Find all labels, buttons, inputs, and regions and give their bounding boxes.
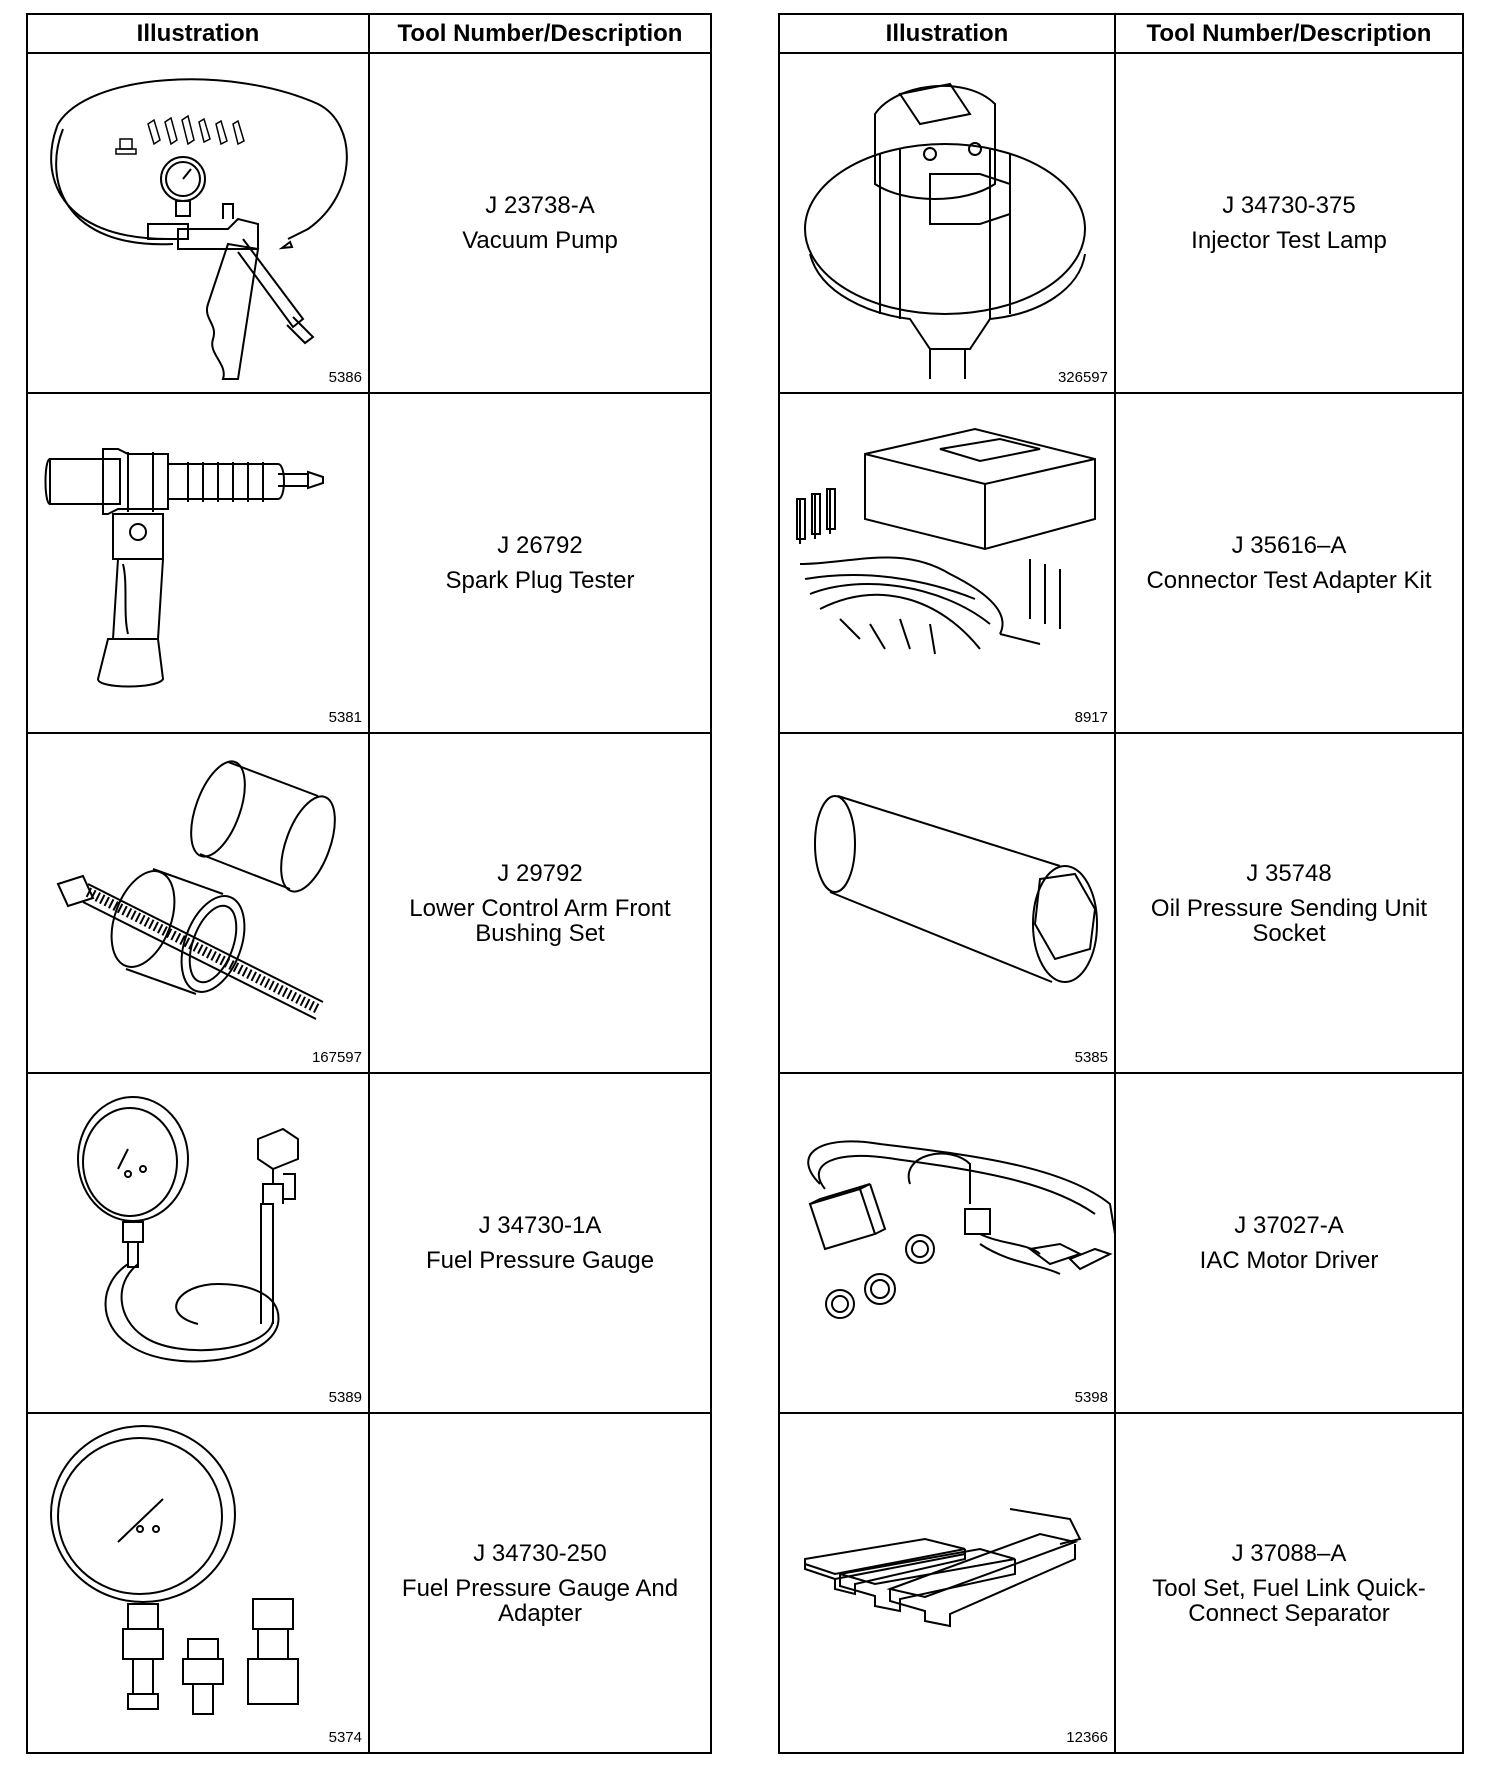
illustration-cell: 167597	[26, 732, 370, 1074]
illustration-cell: 326597	[778, 52, 1116, 394]
illustration-cell: 8917	[778, 392, 1116, 734]
header-row: Illustration Tool Number/Description	[778, 13, 1464, 54]
quick-connect-separator-illustration	[804, 1508, 1082, 1628]
illustration-cell: 5385	[778, 732, 1116, 1074]
tools-table-right: Illustration Tool Number/Description 326…	[778, 13, 1464, 1754]
tool-number: J 37027-A	[1234, 1212, 1344, 1239]
tool-description-cell: J 35616–A Connector Test Adapter Kit	[1114, 392, 1464, 734]
bushing-set-illustration	[56, 760, 336, 1020]
table-row: 326597 J 34730-375 Injector Test Lamp	[778, 52, 1464, 394]
table-row: 5381 J 26792 Spark Plug Tester	[26, 392, 712, 734]
tool-number: J 35748	[1246, 859, 1332, 887]
iac-motor-driver-illustration	[807, 1140, 1114, 1319]
tool-name: IAC Motor Driver	[1199, 1247, 1379, 1274]
illustration-cell: 5381	[26, 392, 370, 734]
tool-number: J 34730-250	[473, 1539, 607, 1567]
tool-description-cell: J 35748 Oil Pressure Sending Unit Socket	[1114, 732, 1464, 1074]
tool-number: J 37088–A	[1231, 1539, 1347, 1567]
figure-number: 5385	[1074, 1049, 1108, 1066]
table-row: 5385 J 35748 Oil Pressure Sending Unit S…	[778, 732, 1464, 1074]
header-row: Illustration Tool Number/Description	[26, 13, 712, 54]
tool-description-cell: J 34730-375 Injector Test Lamp	[1114, 52, 1464, 394]
illustration-header: Illustration	[778, 13, 1116, 54]
tool-name: Fuel Pressure Gauge	[425, 1247, 655, 1274]
tool-header: Tool Number/Description	[368, 13, 712, 54]
fuel-pressure-gauge-illustration	[77, 1096, 299, 1363]
tools-table-left: Illustration Tool Number/Description	[26, 13, 712, 1754]
tool-name: Vacuum Pump	[462, 227, 618, 254]
table-row: 5398 J 37027-A IAC Motor Driver	[778, 1072, 1464, 1414]
tool-name: Lower Control Arm Front Bushing Set	[409, 894, 671, 947]
tool-number: J 35616–A	[1231, 532, 1347, 559]
tool-description-cell: J 29792 Lower Control Arm Front Bushing …	[368, 732, 712, 1074]
tool-name: Tool Set, Fuel Link Quick-Connect Separa…	[1152, 1574, 1426, 1627]
tool-description-cell: J 34730-1A Fuel Pressure Gauge	[368, 1072, 712, 1414]
illustration-cell: 5398	[778, 1072, 1116, 1414]
figure-number: 167597	[311, 1049, 362, 1066]
tool-header: Tool Number/Description	[1114, 13, 1464, 54]
tool-name: Injector Test Lamp	[1191, 227, 1387, 254]
oil-pressure-socket-illustration	[814, 795, 1098, 983]
figure-number: 5381	[328, 709, 362, 726]
figure-number: 5398	[1074, 1389, 1108, 1406]
tool-number: J 34730-1A	[478, 1212, 602, 1239]
table-row: 5389 J 34730-1A Fuel Pressure Gauge	[26, 1072, 712, 1414]
tool-number: J 29792	[497, 859, 583, 887]
figure-number: 5389	[328, 1389, 362, 1406]
illustration-cell: 5386	[26, 52, 370, 394]
table-row: 8917 J 35616–A Connector Test Adapter Ki…	[778, 392, 1464, 734]
figure-number: 8917	[1074, 709, 1108, 726]
vacuum-pump-illustration	[50, 78, 348, 380]
illustration-cell: 12366	[778, 1412, 1116, 1754]
tool-description-cell: J 26792 Spark Plug Tester	[368, 392, 712, 734]
illustration-header: Illustration	[26, 13, 370, 54]
spark-plug-tester-illustration	[44, 448, 324, 688]
illustration-cell: 5389	[26, 1072, 370, 1414]
tool-name: Fuel Pressure Gauge And Adapter	[401, 1574, 679, 1627]
tool-name: Oil Pressure Sending Unit Socket	[1150, 894, 1428, 947]
figure-number: 12366	[1066, 1729, 1108, 1746]
tool-number: J 34730-375	[1222, 192, 1356, 219]
tool-name: Connector Test Adapter Kit	[1146, 567, 1432, 594]
figure-number: 5374	[328, 1729, 362, 1746]
table-row: 5386 J 23738-A Vacuum Pump	[26, 52, 712, 394]
tool-number: J 26792	[497, 532, 583, 559]
tool-description-cell: J 37088–A Tool Set, Fuel Link Quick-Conn…	[1114, 1412, 1464, 1754]
figure-number: 326597	[1057, 369, 1108, 386]
tool-number: J 23738-A	[485, 192, 595, 219]
figure-number: 5386	[328, 369, 362, 386]
fuel-pressure-gauge-adapter-illustration	[50, 1425, 299, 1715]
injector-test-lamp-illustration	[804, 82, 1086, 379]
illustration-cell: 5374	[26, 1412, 370, 1754]
tool-description-cell: J 34730-250 Fuel Pressure Gauge And Adap…	[368, 1412, 712, 1754]
table-row: 167597 J 29792 Lower Control Arm Front B…	[26, 732, 712, 1074]
tool-name: Spark Plug Tester	[445, 567, 635, 594]
table-row: 5374 J 34730-250 Fuel Pressure Gauge And…	[26, 1412, 712, 1754]
tool-description-cell: J 37027-A IAC Motor Driver	[1114, 1072, 1464, 1414]
connector-test-adapter-kit-illustration	[796, 427, 1096, 655]
tool-description-cell: J 23738-A Vacuum Pump	[368, 52, 712, 394]
table-row: 12366 J 37088–A Tool Set, Fuel Link Quic…	[778, 1412, 1464, 1754]
